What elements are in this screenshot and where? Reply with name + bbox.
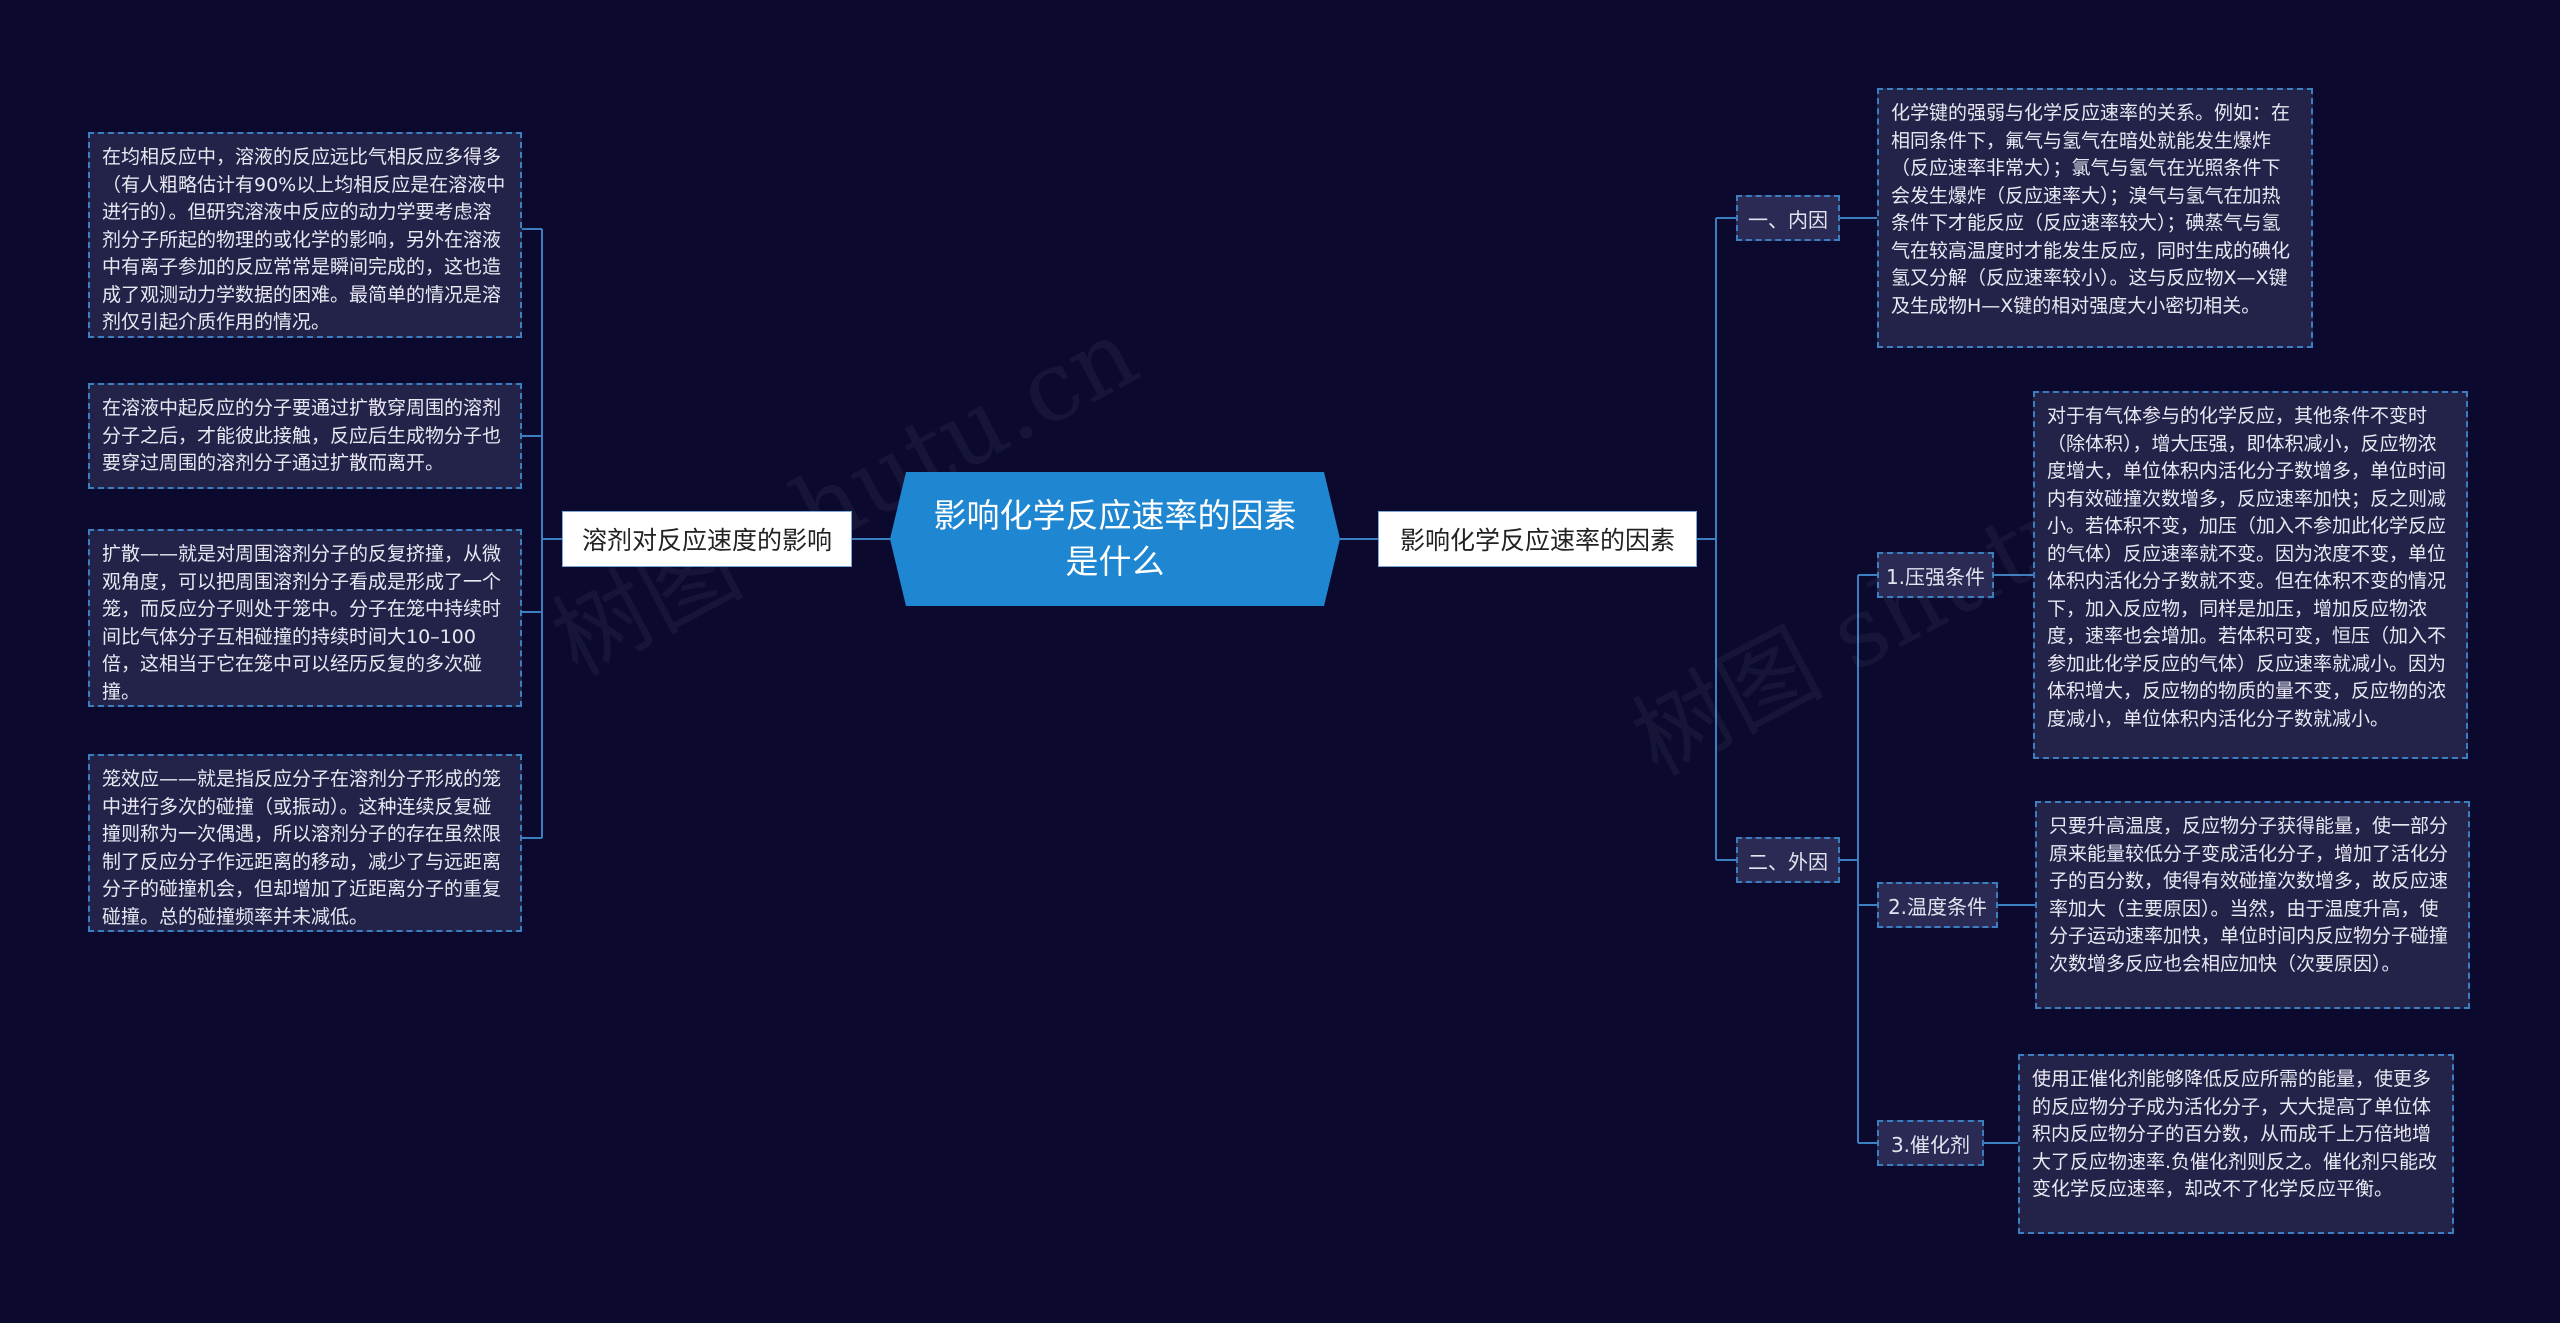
catalyst-node[interactable]: 3.催化剂	[1877, 1120, 1984, 1166]
pressure-condition-leaf[interactable]: 对于有气体参与的化学反应，其他条件不变时（除体积），增大压强，即体积减小，反应物…	[2033, 391, 2468, 759]
catalyst-leaf[interactable]: 使用正催化剂能够降低反应所需的能量，使更多的反应物分子成为活化分子，大大提高了单…	[2018, 1054, 2454, 1234]
central-topic[interactable]: 影响化学反应速率的因素是什么	[890, 472, 1340, 606]
temperature-condition-leaf[interactable]: 只要升高温度，反应物分子获得能量，使一部分原来能量较低分子变成活化分子，增加了活…	[2035, 801, 2470, 1009]
internal-factor-leaf[interactable]: 化学键的强弱与化学反应速率的关系。例如：在相同条件下，氟气与氢气在暗处就能发生爆…	[1877, 88, 2313, 348]
pressure-condition-node[interactable]: 1.压强条件	[1877, 552, 1994, 598]
left-leaf-4[interactable]: 笼效应——就是指反应分子在溶剂分子形成的笼中进行多次的碰撞（或振动）。这种连续反…	[88, 754, 522, 932]
temperature-condition-node[interactable]: 2.温度条件	[1877, 882, 1998, 928]
right-branch-label[interactable]: 影响化学反应速率的因素	[1378, 511, 1697, 567]
left-leaf-3[interactable]: 扩散——就是对周围溶剂分子的反复挤撞，从微观角度，可以把周围溶剂分子看成是形成了…	[88, 529, 522, 707]
internal-factor-node[interactable]: 一、内因	[1736, 195, 1840, 241]
external-factor-node[interactable]: 二、外因	[1736, 837, 1840, 883]
left-leaf-1[interactable]: 在均相反应中，溶液的反应远比气相反应多得多（有人粗略估计有90%以上均相反应是在…	[88, 132, 522, 338]
left-leaf-2[interactable]: 在溶液中起反应的分子要通过扩散穿周围的溶剂分子之后，才能彼此接触，反应后生成物分…	[88, 383, 522, 489]
left-branch-label[interactable]: 溶剂对反应速度的影响	[562, 511, 852, 567]
